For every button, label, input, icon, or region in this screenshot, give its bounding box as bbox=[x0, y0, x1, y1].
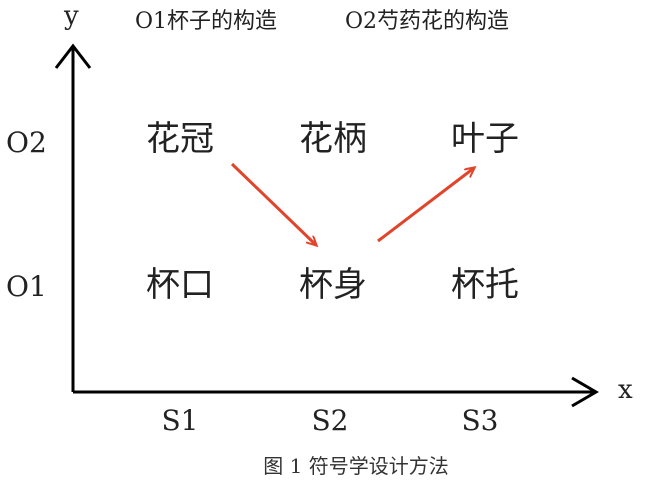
arrow-cup-body-to-leaf bbox=[377, 168, 474, 243]
cell-o2-s1: 花冠 bbox=[146, 119, 214, 159]
y-axis-arrowhead bbox=[54, 43, 92, 69]
arrow-corolla-to-cup-body bbox=[230, 162, 316, 245]
y-tick-o2: O2 bbox=[6, 126, 47, 159]
cell-o2-s3: 叶子 bbox=[451, 119, 519, 159]
x-axis-arrowhead bbox=[571, 376, 599, 408]
cell-o1-s1: 杯口 bbox=[146, 265, 214, 305]
figure-caption: 图 1 符号学设计方法 bbox=[263, 454, 448, 478]
x-tick-s3: S3 bbox=[462, 404, 499, 437]
header-o1-description: O1杯子的构造 bbox=[135, 9, 277, 34]
cell-o2-s2: 花柄 bbox=[299, 119, 367, 159]
header-o2-description: O2芍药花的构造 bbox=[345, 9, 509, 34]
y-tick-o1: O1 bbox=[6, 270, 47, 303]
cell-o1-s3: 杯托 bbox=[451, 265, 519, 305]
cell-o1-s2: 杯身 bbox=[299, 265, 367, 305]
y-axis-label: y bbox=[63, 1, 79, 31]
x-axis-label: x bbox=[618, 375, 633, 405]
x-tick-s1: S1 bbox=[162, 404, 199, 437]
x-tick-s2: S2 bbox=[312, 404, 349, 437]
